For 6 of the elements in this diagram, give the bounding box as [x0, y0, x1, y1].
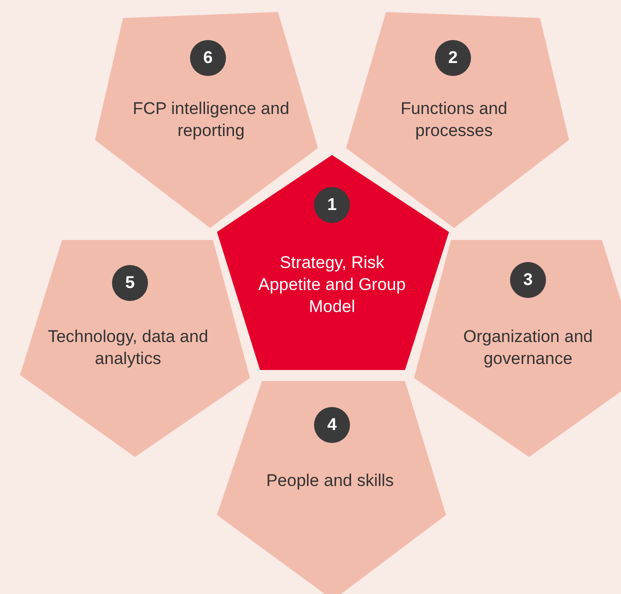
- node-label: Technology, data and analytics: [46, 326, 210, 370]
- node-label: FCP intelligence and reporting: [132, 98, 290, 142]
- node-label: Functions and processes: [400, 98, 508, 142]
- node-label: Strategy, Risk Appetite and Group Model: [257, 252, 407, 318]
- node-label: People and skills: [265, 470, 395, 492]
- node-label: Organization and governance: [462, 326, 594, 370]
